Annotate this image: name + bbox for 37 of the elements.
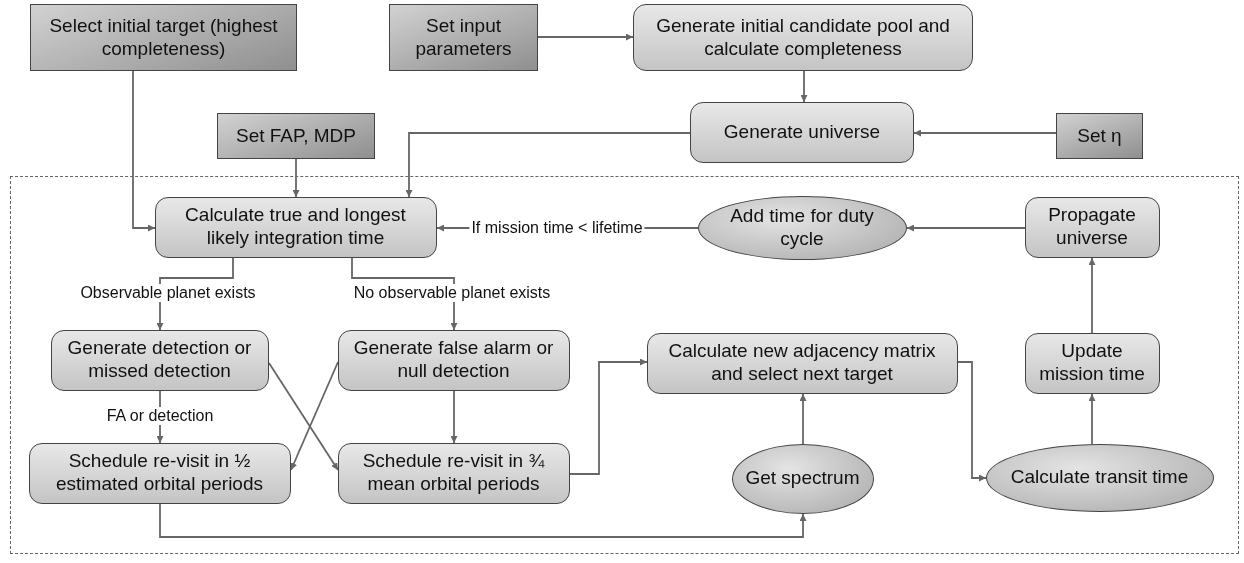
- arrow: [268, 362, 339, 471]
- rounded-process-box: Generate universe: [690, 102, 914, 163]
- arrow: [1088, 257, 1096, 334]
- process-ellipse: Calculate transit time: [985, 443, 1214, 512]
- rounded-process-box: Schedule re-visit in ¾ mean orbital periods: [337, 442, 570, 504]
- arrow: [913, 129, 1057, 137]
- rounded-process-box: Propagate universe: [1024, 196, 1160, 258]
- arrow: [156, 257, 234, 331]
- edge-label: Observable planet exists: [78, 284, 258, 302]
- arrow: [799, 393, 807, 445]
- process-box: Set η: [1056, 113, 1143, 159]
- arrow: [351, 257, 458, 331]
- arrow: [957, 361, 987, 482]
- arrow: [1088, 393, 1096, 445]
- arrow: [906, 224, 1026, 232]
- process-ellipse: Add time for duty cycle: [697, 195, 907, 260]
- arrow: [405, 132, 691, 198]
- arrow: [450, 390, 458, 444]
- arrow: [290, 361, 339, 471]
- process-box: Set FAP, MDP: [217, 113, 375, 159]
- arrow: [159, 503, 807, 538]
- rounded-process-box: Generate detection or missed detection: [50, 329, 269, 391]
- arrow: [800, 70, 808, 103]
- process-box: Select initial target (highest completeness): [30, 4, 297, 71]
- dashed-boundary: [10, 176, 1239, 554]
- rounded-process-box: Update mission time: [1024, 332, 1160, 394]
- rounded-process-box: Calculate true and longest likely integration time: [154, 196, 437, 258]
- rounded-process-box: Calculate new adjacency matrix and select next target: [646, 332, 958, 394]
- rounded-process-box: Generate initial candidate pool and calculate completeness: [633, 4, 973, 71]
- arrow: [569, 358, 648, 475]
- rounded-process-box: Schedule re-visit in ½ estimated orbital periods: [28, 442, 291, 504]
- rounded-process-box: Generate false alarm or null detection: [337, 329, 570, 391]
- process-ellipse: Get spectrum: [731, 443, 874, 514]
- process-box: Set input parameters: [389, 4, 538, 71]
- arrow: [537, 33, 634, 41]
- arrow: [132, 70, 156, 232]
- arrow: [292, 158, 300, 198]
